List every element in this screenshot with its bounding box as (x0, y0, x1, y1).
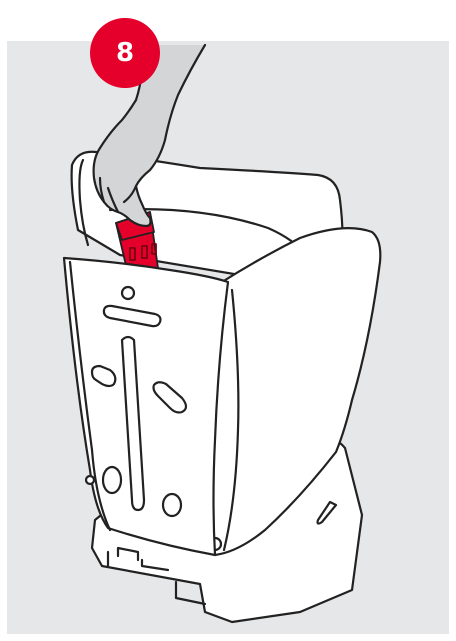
step-number-badge: 8 (90, 18, 160, 88)
seat-front-backrest (64, 258, 228, 555)
step-number: 8 (116, 38, 134, 68)
